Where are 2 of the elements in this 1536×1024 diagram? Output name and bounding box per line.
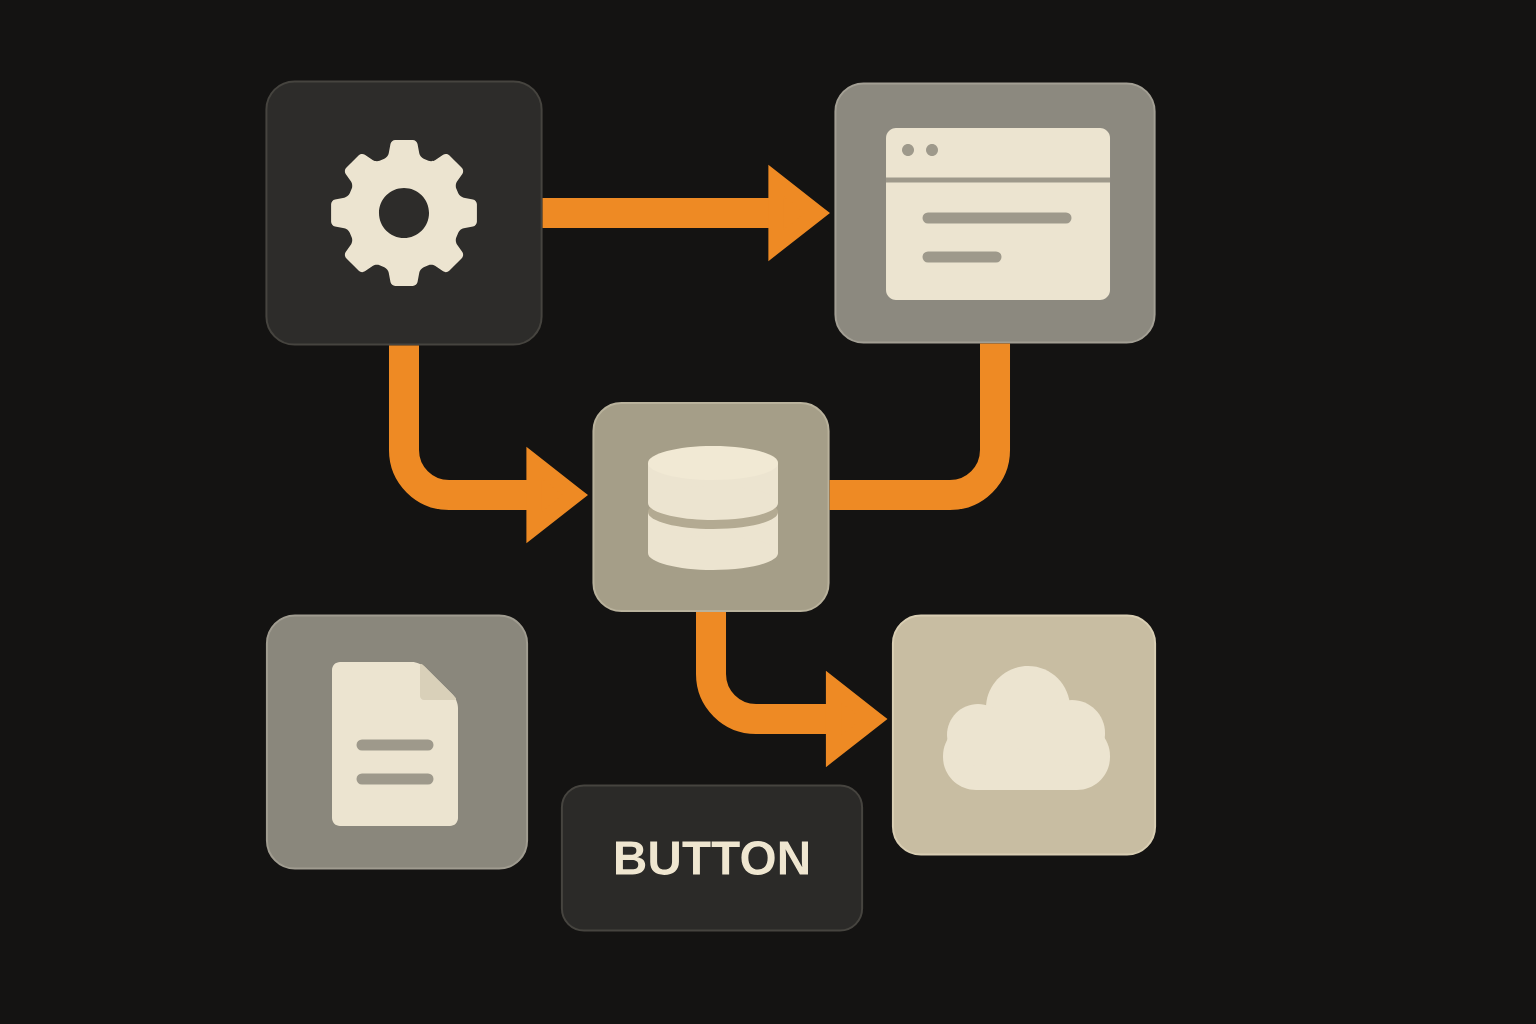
connector-line <box>829 343 1010 510</box>
button: BUTTON <box>560 784 864 932</box>
